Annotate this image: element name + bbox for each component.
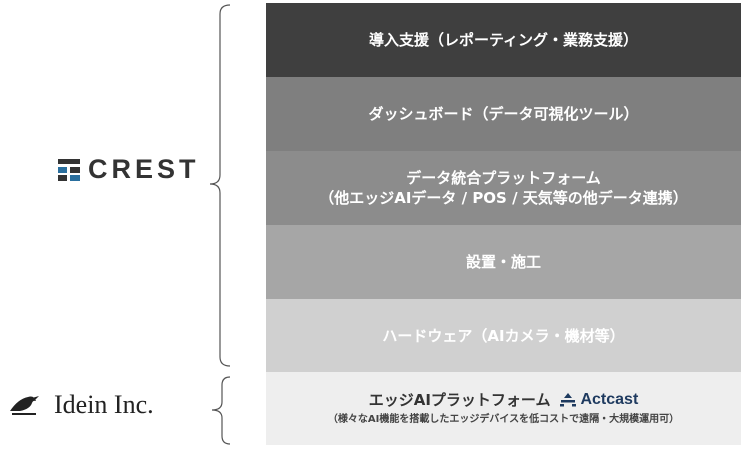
actcast-logo: Actcast (560, 390, 638, 410)
platform-note: （様々なAI機能を搭載したエッジデバイスを低コストで遠隔・大規模運用可） (327, 414, 680, 425)
crest-wordmark: CREST (88, 154, 200, 184)
layer-dashboard: ダッシュボード（データ可視化ツール） (266, 77, 741, 151)
idein-wordmark: Idein Inc. (54, 390, 154, 419)
layer-onboarding-support: 導入支援（レポーティング・業務支援） (266, 3, 741, 77)
actcast-name: Actcast (580, 391, 639, 408)
layer-label: ハードウェア（AIカメラ・機材等） (382, 326, 625, 345)
idein-bird-icon (10, 396, 39, 415)
actcast-icon (560, 393, 577, 407)
idein-bracket (211, 376, 231, 445)
layer-label: データ統合プラットフォーム (406, 169, 601, 187)
crest-bracket (209, 4, 231, 367)
crest-logo: CREST (58, 154, 200, 185)
crest-mark-icon (58, 158, 80, 181)
layer-label: ダッシュボード（データ可視化ツール） (368, 105, 639, 123)
layer-hardware: ハードウェア（AIカメラ・機材等） (266, 299, 741, 372)
platform-title: エッジAIプラットフォーム (368, 391, 551, 409)
layer-label: 設置・施工 (465, 253, 541, 271)
layer-label: 導入支援（レポーティング・業務支援） (368, 31, 639, 49)
layer-sublabel: （他エッジAIデータ / POS / 天気等の他データ連携） (319, 189, 688, 207)
layer-data-integration: データ統合プラットフォーム （他エッジAIデータ / POS / 天気等の他デー… (266, 151, 741, 225)
layer-installation: 設置・施工 (266, 225, 741, 299)
idein-logo: Idein Inc. (8, 390, 154, 420)
layer-edge-ai-platform: エッジAIプラットフォーム Actcast （様々なAI機能を搭載したエッジデバ… (266, 372, 741, 445)
